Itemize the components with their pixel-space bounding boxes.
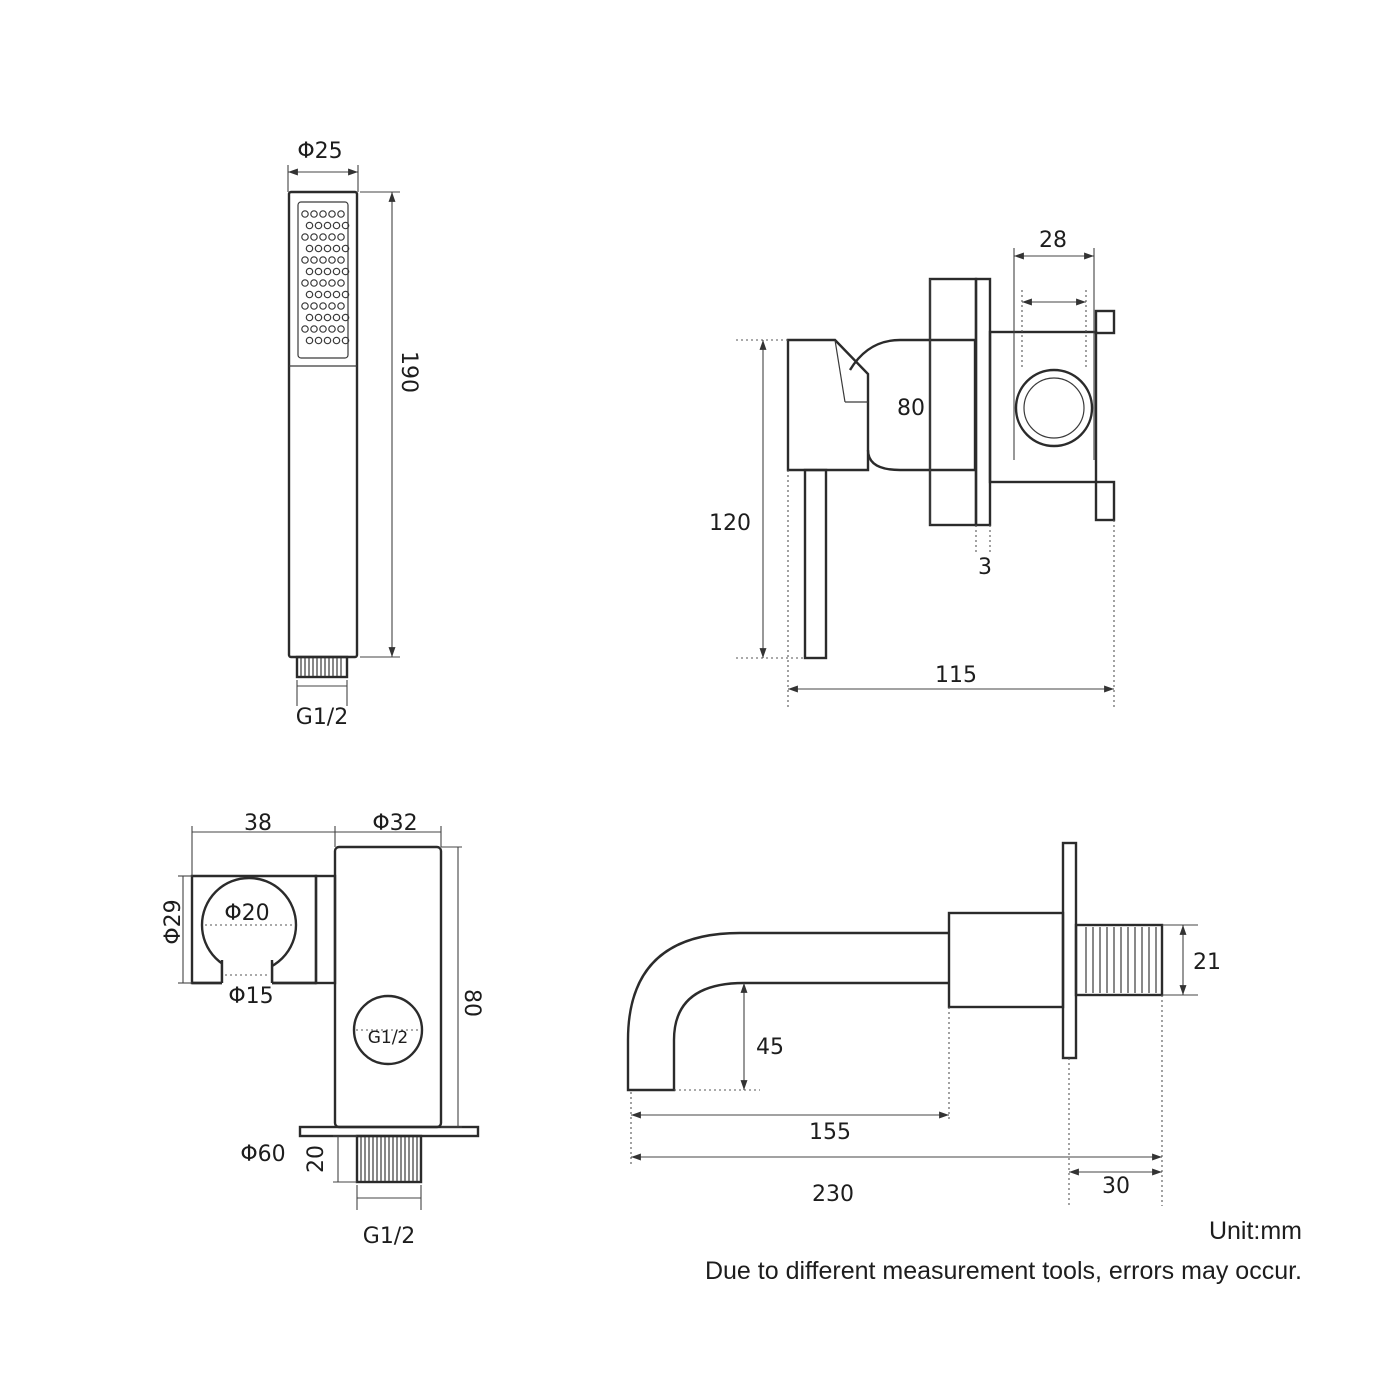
nozzle-dot bbox=[328, 325, 336, 333]
nozzle-dot bbox=[323, 267, 332, 276]
spout-thread-diameter-label: 21 bbox=[1193, 950, 1221, 975]
nozzle-dot bbox=[341, 244, 350, 253]
nozzle-dot bbox=[310, 256, 318, 264]
nozzle-dot bbox=[301, 325, 309, 333]
nozzle-dot bbox=[314, 336, 323, 345]
spout-thread-length-label: 30 bbox=[1102, 1174, 1130, 1199]
nozzle-dot bbox=[328, 233, 336, 241]
valve-depth-label: 115 bbox=[935, 663, 977, 688]
lever-height-label: 120 bbox=[709, 511, 751, 536]
nozzle-dot bbox=[310, 302, 318, 310]
plate-thickness-label: 3 bbox=[978, 555, 992, 580]
nozzle-dot bbox=[341, 290, 350, 299]
slot-width-label: Φ15 bbox=[228, 984, 273, 1009]
nozzle-dot bbox=[341, 313, 350, 322]
nozzle-dot bbox=[301, 279, 309, 287]
thread-length-label: 20 bbox=[304, 1145, 329, 1173]
nozzle-dot bbox=[310, 210, 318, 218]
nozzle-dot bbox=[337, 233, 345, 241]
nozzle-dot bbox=[323, 313, 332, 322]
nozzle-dot bbox=[332, 290, 341, 299]
nozzle-dot bbox=[337, 325, 345, 333]
shower-length-label: 190 bbox=[396, 351, 421, 393]
nozzle-dot bbox=[337, 256, 345, 264]
body-diameter-label: Φ32 bbox=[372, 811, 417, 836]
nozzle-dot bbox=[341, 221, 350, 230]
nozzle-dot bbox=[332, 336, 341, 345]
bracket-thread-label: G1/2 bbox=[363, 1224, 415, 1249]
ring-diameter-label: Φ20 bbox=[224, 901, 269, 926]
holder-height-label: Φ29 bbox=[161, 899, 186, 944]
spout-total-length-label: 230 bbox=[812, 1182, 854, 1207]
nozzle-dot bbox=[332, 221, 341, 230]
nozzle-dot bbox=[314, 244, 323, 253]
nozzle-dot bbox=[323, 336, 332, 345]
nozzle-dot bbox=[319, 256, 327, 264]
nozzle-dot bbox=[328, 279, 336, 287]
nozzle-dot bbox=[341, 336, 350, 345]
body-height-label: 80 bbox=[459, 989, 484, 1017]
shower-diameter-label: Φ25 bbox=[297, 139, 342, 164]
nozzle-dot bbox=[305, 336, 314, 345]
nozzle-dot bbox=[328, 210, 336, 218]
holder-width-label: 38 bbox=[244, 811, 272, 836]
spout-reach-label: 155 bbox=[809, 1120, 851, 1145]
spout-drawing: 21 45 155 230 30 bbox=[626, 841, 1221, 1207]
bracket-inlet-label: G1/2 bbox=[368, 1028, 409, 1048]
nozzle-dot bbox=[337, 279, 345, 287]
spout-drop-label: 45 bbox=[756, 1035, 784, 1060]
wall-bracket-drawing: G1/2 38 Φ32 Φ29 Φ20 Φ15 80 Φ60 20 bbox=[161, 811, 484, 1249]
nozzle-dot bbox=[301, 233, 309, 241]
nozzle-dot bbox=[314, 267, 323, 276]
nozzle-dot bbox=[301, 302, 309, 310]
nozzle-dot bbox=[332, 313, 341, 322]
nozzle-dot bbox=[310, 325, 318, 333]
mixer-valve-drawing: 28 80 120 3 115 bbox=[709, 228, 1116, 708]
nozzle-dot bbox=[323, 244, 332, 253]
base-diameter-label: Φ60 bbox=[240, 1142, 285, 1167]
nozzle-dot bbox=[319, 233, 327, 241]
nozzle-dot bbox=[314, 313, 323, 322]
nozzle-dot bbox=[305, 313, 314, 322]
nozzle-dot bbox=[310, 233, 318, 241]
nozzle-dot bbox=[319, 279, 327, 287]
nozzle-dot bbox=[319, 210, 327, 218]
nozzle-dot bbox=[323, 290, 332, 299]
valve-gap-label: 28 bbox=[1039, 228, 1067, 253]
disclaimer-note: Due to different measurement tools, erro… bbox=[705, 1257, 1302, 1285]
nozzle-dot bbox=[323, 221, 332, 230]
nozzle-dot bbox=[314, 290, 323, 299]
nozzle-dot bbox=[328, 256, 336, 264]
nozzle-dot bbox=[310, 279, 318, 287]
nozzle-dot bbox=[314, 221, 323, 230]
nozzle-dot bbox=[305, 221, 314, 230]
nozzle-dot bbox=[305, 244, 314, 253]
nozzle-dot bbox=[301, 210, 309, 218]
nozzle-dot bbox=[301, 256, 309, 264]
handheld-shower-drawing: Φ25 190 G1/2 bbox=[287, 139, 421, 730]
nozzle-dot bbox=[337, 210, 345, 218]
nozzle-dot bbox=[305, 267, 314, 276]
nozzle-dot bbox=[319, 325, 327, 333]
nozzle-dot bbox=[305, 290, 314, 299]
nozzle-dot bbox=[332, 244, 341, 253]
nozzle-dot bbox=[337, 302, 345, 310]
shower-thread-label: G1/2 bbox=[296, 705, 348, 730]
nozzle-dot bbox=[332, 267, 341, 276]
valve-height-label: 80 bbox=[897, 396, 925, 421]
nozzle-dot bbox=[341, 267, 350, 276]
unit-note: Unit:mm bbox=[1209, 1217, 1302, 1245]
spray-nozzle-grid bbox=[301, 210, 350, 345]
nozzle-dot bbox=[319, 302, 327, 310]
nozzle-dot bbox=[328, 302, 336, 310]
